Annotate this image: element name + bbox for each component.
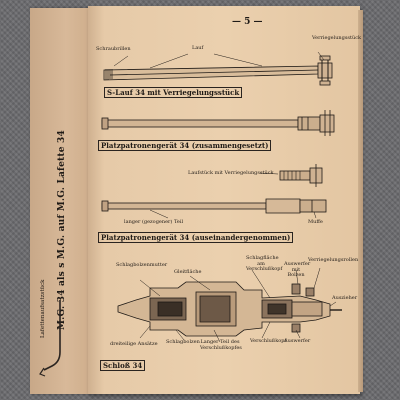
page-edge	[358, 10, 363, 392]
page-number: — 5 —	[232, 17, 263, 27]
label-verschlusskopf: Verschlußkopf	[250, 338, 287, 344]
label-verriegelungsstueck: Verriegelungsstück	[312, 35, 362, 41]
label-auszieher: Auszieher	[332, 295, 358, 301]
caption-figure3: Platzpatronengerät 34 (auseinandergenomm…	[98, 232, 294, 243]
label-laufstueck: Laufstück mit Verriegelungsstück	[188, 170, 274, 176]
label-lauf: Lauf	[192, 45, 204, 51]
caption-figure4: Schloß 34	[100, 360, 146, 371]
label-schlagbolzen: Schlagbolzen	[166, 339, 200, 345]
label-schraubrillen: Schraubrillen	[96, 46, 131, 52]
label-schlagbolzenmutter: Schlagbolzenmutter	[116, 262, 168, 268]
label-langer-teil-verschlusskopf: Langer Teil des Verschlußkopfes	[200, 339, 242, 351]
label-auswerfer: Auswerfer	[284, 338, 311, 344]
label-auswerfer-bolzen: Auswerfer mit Bolzen	[284, 261, 311, 278]
label-dreiteilige-ansaetze: dreiteilige Ansätze	[110, 341, 158, 347]
caption-figure2: Platzpatronengerät 34 (zusammengesetzt)	[98, 140, 272, 151]
label-gleitflaeche: Gleitfläche	[174, 269, 202, 275]
label-muffe: Muffe	[308, 219, 323, 225]
label-verriegelungsrollen: Verriegelungsrollen	[308, 257, 359, 263]
label-langer-teil: langer (gezogener) Teil	[124, 219, 184, 225]
caption-figure1: S-Lauf 34 mit Verriegelungsstück	[104, 87, 243, 98]
label-schlagflaeche: Schlagfläche am Verschlußkopf	[246, 255, 283, 272]
